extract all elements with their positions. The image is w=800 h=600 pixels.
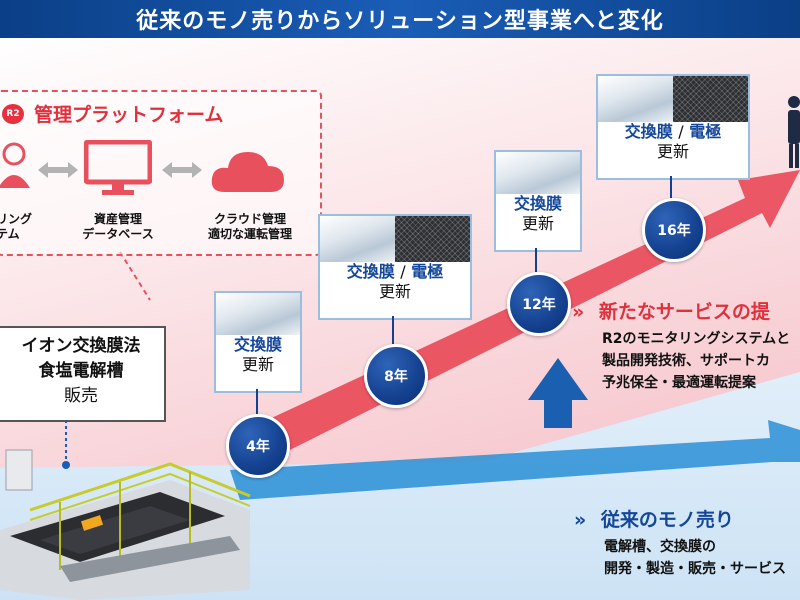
membrane-image (320, 216, 395, 262)
electrode-image (673, 76, 748, 122)
traditional-title-text: 従来のモノ売り (600, 509, 734, 531)
sales-line2: 食塩電解槽 (38, 361, 124, 381)
new-services-section: » 新たなサービスの提 R2のモニタリングシステムと 製品開発技術、サポートカ … (572, 297, 790, 394)
update-card-4: 交換膜 / 電極 更新 (596, 74, 750, 180)
cloud-label: クラウド管理 適切な運転管理 (188, 212, 312, 242)
card-title: 交換膜 (513, 194, 562, 213)
card-sub: 更新 (521, 214, 554, 233)
sales-line3: 販売 (64, 386, 98, 406)
double-arrow-icon (162, 162, 202, 178)
platform-title: 管理プラットフォーム (34, 104, 224, 126)
new-services-line2: 製品開発技術、サポートカ (602, 353, 770, 369)
sales-line1: イオン交換膜法 (21, 336, 141, 356)
membrane-image (598, 76, 673, 122)
up-arrow (528, 358, 588, 428)
card-title-part1: 交換膜 (624, 122, 673, 141)
database-label-line2: データベース (82, 227, 154, 241)
new-services-line3: 予兆保全・最適運転提案 (602, 375, 756, 391)
update-card-2: 交換膜 / 電極 更新 (318, 214, 472, 320)
database-label-line1: 資産管理 (93, 212, 142, 226)
double-arrow-icon (38, 162, 78, 178)
platform-connector-line (119, 251, 151, 301)
traditional-section: » 従来のモノ売り 電解槽、交換膜の 開発・製造・販売・サービス (574, 505, 786, 580)
year-circle-16: 16年 (642, 198, 706, 262)
new-services-title: » 新たなサービスの提 (572, 297, 790, 324)
year-circle-8: 8年 (364, 344, 428, 408)
new-services-line1: R2のモニタリングシステムと (602, 331, 791, 347)
card-sub: 更新 (241, 355, 274, 374)
operator-headset-icon (0, 142, 30, 188)
membrane-image (216, 293, 300, 335)
database-label: 資産管理 データベース (66, 212, 170, 242)
card-sub: 更新 (378, 282, 411, 301)
card-title: 交換膜 (233, 335, 282, 354)
cloud-label-line2: 適切な運転管理 (207, 227, 292, 241)
card-title-separator: / (400, 262, 406, 281)
new-services-body: R2のモニタリングシステムと 製品開発技術、サポートカ 予兆保全・最適運転提案 (602, 328, 790, 394)
card-title-part2: 電極 (411, 262, 444, 281)
monitoring-label-line1: リング (0, 212, 33, 226)
section-marker: » (572, 301, 585, 323)
blue-traditional-arrow (230, 420, 800, 500)
card-sub: 更新 (656, 142, 689, 161)
cloud-icon (211, 152, 284, 192)
year-circle-4: 4年 (226, 414, 290, 478)
update-card-3: 交換膜 更新 (494, 150, 582, 252)
card-images (320, 216, 470, 262)
card-title-separator: / (678, 122, 684, 141)
new-services-title-text: 新たなサービスの提 (598, 301, 770, 323)
card-images (598, 76, 748, 122)
page-title: 従来のモノ売りからソリューション型事業へと変化 (0, 0, 800, 38)
traditional-body: 電解槽、交換膜の 開発・製造・販売・サービス (604, 536, 786, 580)
sales-box: イオン交換膜法 食塩電解槽 販売 (0, 326, 166, 422)
card-title: 交換膜 / 電極 (598, 122, 748, 142)
update-card-1: 交換膜 更新 (214, 291, 302, 393)
card-title-part1: 交換膜 (346, 262, 395, 281)
card-title-part2: 電極 (689, 122, 722, 141)
cloud-label-line1: クラウド管理 (213, 212, 286, 226)
membrane-image (496, 152, 580, 194)
monitor-icon (84, 140, 152, 195)
traditional-title: » 従来のモノ売り (574, 505, 786, 532)
card-title: 交換膜 / 電極 (320, 262, 470, 282)
electrode-image (395, 216, 470, 262)
monitoring-label-line2: テム (0, 227, 20, 241)
traditional-line1: 電解槽、交換膜の (604, 539, 716, 555)
year-circle-12: 12年 (507, 272, 571, 336)
electrolyzer-illustration (0, 449, 251, 600)
traditional-line2: 開発・製造・販売・サービス (604, 561, 786, 577)
r2-logo: R2 (2, 104, 24, 124)
section-marker: » (574, 509, 587, 531)
monitoring-label: リング テム (0, 212, 40, 242)
person-icon (788, 96, 800, 168)
